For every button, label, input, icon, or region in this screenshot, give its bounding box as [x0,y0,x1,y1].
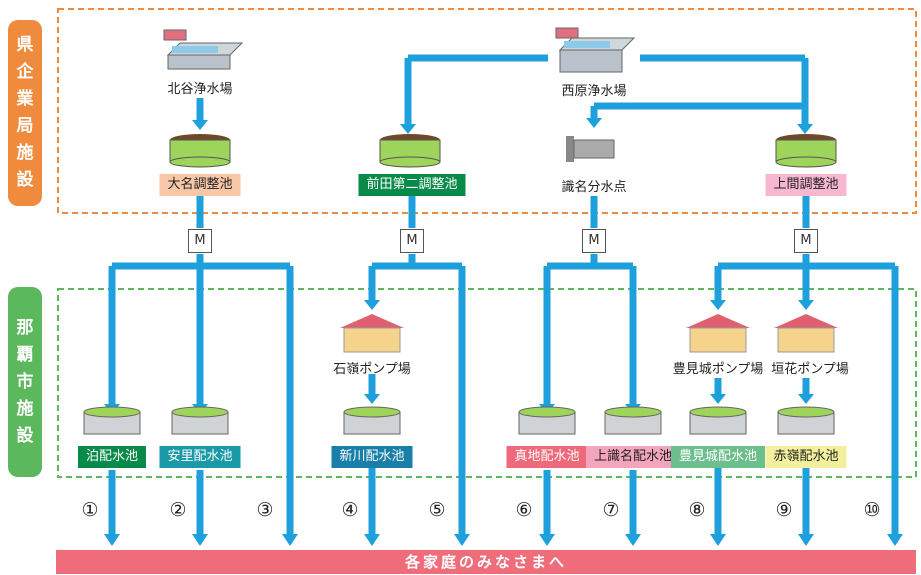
uema-pond-label: 上間調整池 [765,174,847,196]
route-number: ⑤ [428,499,446,521]
reservoir-label: 泊配水池 [77,446,147,468]
pipes [108,54,899,536]
kitadani-plant-label: 北谷浄水場 [167,82,233,97]
maeda-tank-icon [379,134,441,168]
tomigusuku-pump-icon [686,314,750,353]
kakinohana-pump-icon [774,314,838,353]
route-number: ① [81,499,99,521]
ishimine-pump-label: 石嶺ポンプ場 [333,362,411,377]
route-number: ③ [256,499,274,521]
reservoir-tanks [83,406,835,435]
route-number: ② [169,499,187,521]
meter-shikina: M [582,229,606,253]
maeda-pond-label: 前田第二調整池 [358,174,466,196]
kakinohana-pump-label: 垣花ポンプ場 [771,362,849,377]
prefecture-section-label: 県企業局施設 [8,20,42,206]
kitadani-plant-icon [163,29,244,70]
footer-banner: 各家庭のみなさまへ [56,550,916,574]
route-number: ⑦ [602,499,620,521]
ishimine-pump-icon [340,314,404,353]
meter-maeda: M [400,229,424,253]
shikina-valve-icon [566,136,615,162]
ona-pond-label: 大名調整池 [159,174,241,196]
reservoir-label: 赤嶺配水池 [765,446,847,468]
route-number: ⑩ [863,499,881,521]
prefecture-boundary [57,8,917,214]
reservoir-label: 新川配水池 [331,446,413,468]
meter-uema: M [794,229,818,253]
nishihara-plant-label: 西原浄水場 [561,84,627,99]
reservoir-label: 上識名配水池 [585,446,681,468]
reservoir-label: 豊見城配水池 [670,446,766,468]
nishihara-plant-icon [555,27,636,73]
uema-tank-icon [775,134,837,168]
reservoir-label: 真地配水池 [506,446,588,468]
tomigusuku-pump-label: 豊見城ポンプ場 [672,362,764,377]
city-section-label: 那覇市施設 [8,287,42,477]
route-number: ⑧ [688,499,706,521]
reservoir-label: 安里配水池 [159,446,241,468]
city-boundary [57,288,917,478]
route-number: ⑥ [515,499,533,521]
shikina-point-label: 識名分水点 [561,180,627,195]
route-number: ⑨ [775,499,793,521]
ona-tank-icon [169,134,231,168]
route-number: ④ [341,499,359,521]
meter-ona: M [188,229,212,253]
